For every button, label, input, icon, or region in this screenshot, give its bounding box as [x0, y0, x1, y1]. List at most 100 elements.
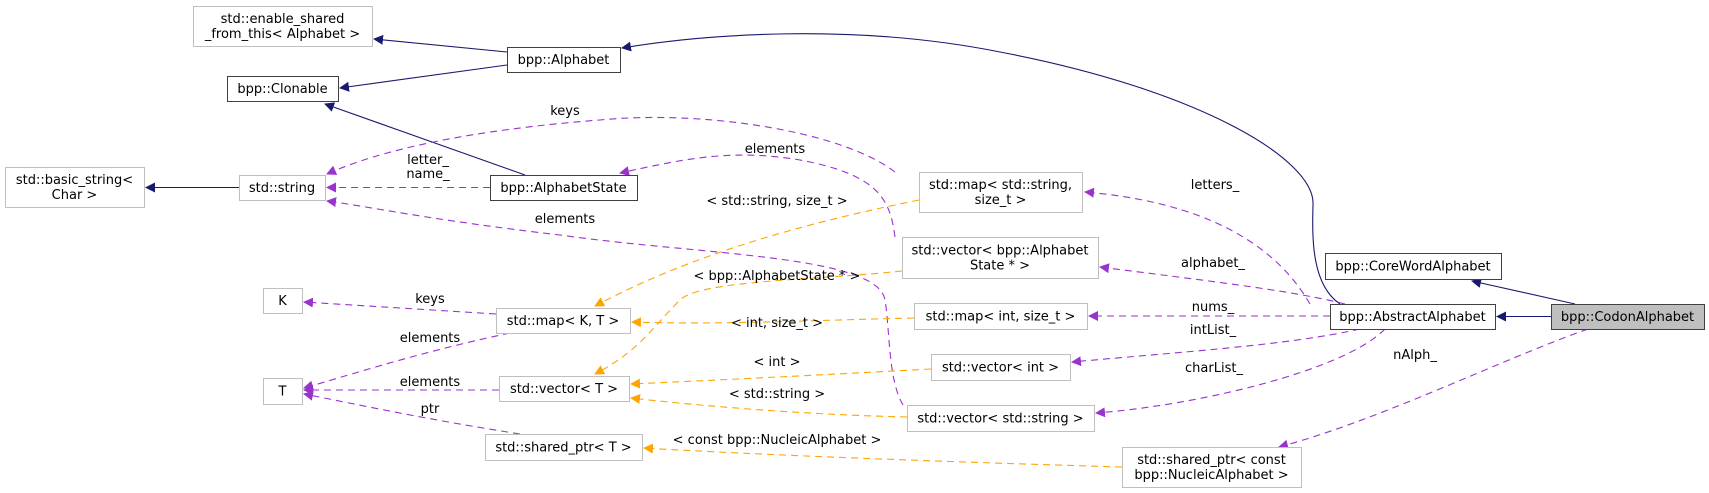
- node-label: std::string: [249, 181, 315, 196]
- node-box: [227, 76, 339, 102]
- class-node-map-kt[interactable]: std::map< K, T >: [496, 308, 631, 334]
- edge-usage-map_kt-to-T: [303, 332, 511, 391]
- class-node-vector-int[interactable]: std::vector< int >: [931, 354, 1071, 381]
- node-label: _from_this< Alphabet >: [204, 27, 360, 42]
- edge-inheritance-abstract-to-alphabet: [621, 33, 1341, 305]
- class-node-map-int-size[interactable]: std::map< int, size_t >: [914, 303, 1088, 330]
- class-node-basic-string[interactable]: std::basic_string<Char >: [5, 167, 145, 208]
- class-node-map-string-size[interactable]: std::map< std::string,size_t >: [919, 172, 1083, 213]
- node-label: bpp::NucleicAlphabet >: [1134, 468, 1288, 483]
- class-node-enable-shared[interactable]: std::enable_shared_from_this< Alphabet >: [193, 6, 373, 47]
- edge-usage-shared_t-to-T: [303, 390, 521, 435]
- edge-inheritance-alphabet-to-clonable: [339, 64, 508, 92]
- node-label: bpp::CoreWordAlphabet: [1335, 260, 1490, 275]
- edges-layer: [145, 33, 1589, 468]
- node-label: std::basic_string<: [16, 173, 133, 188]
- node-box: [914, 303, 1088, 330]
- edge-label: elements: [745, 142, 806, 157]
- node-label: bpp::CodonAlphabet: [1561, 310, 1694, 325]
- edge-usage-map_string_size-to-string: [326, 116, 896, 175]
- node-box: [193, 6, 373, 47]
- edge-inheritance-alphabetstate-to-clonable: [324, 102, 526, 176]
- node-box: [499, 376, 630, 402]
- edge-label: name_: [406, 167, 450, 182]
- class-node-shared-nucleic[interactable]: std::shared_ptr< constbpp::NucleicAlphab…: [1122, 447, 1302, 488]
- edge-label: nums_: [1192, 300, 1235, 315]
- node-box: [239, 175, 326, 201]
- class-node-shared-t[interactable]: std::shared_ptr< T >: [485, 434, 643, 461]
- node-box: [485, 434, 643, 461]
- class-node-clonable[interactable]: bpp::Clonable: [227, 76, 339, 102]
- edge-label: alphabet_: [1181, 256, 1245, 271]
- edge-label: < const bpp::NucleicAlphabet >: [673, 433, 882, 448]
- class-node-coreword[interactable]: bpp::CoreWordAlphabet: [1325, 253, 1502, 280]
- node-box: [1122, 447, 1302, 488]
- node-label: bpp::AlphabetState: [500, 181, 626, 196]
- node-box: [263, 378, 303, 405]
- edge-usage-abstract-to-vector_state: [1099, 263, 1346, 305]
- node-label: std::map< K, T >: [507, 314, 620, 329]
- edge-inheritance-alphabet-to-enable_shared: [373, 34, 508, 53]
- edge-template-map_int_size-to-map_kt: [631, 317, 915, 328]
- class-node-string[interactable]: std::string: [239, 175, 326, 201]
- class-node-K[interactable]: K: [263, 288, 303, 314]
- edge-inheritance-codon-to-coreword: [1471, 278, 1576, 305]
- class-node-vector-t[interactable]: std::vector< T >: [499, 376, 630, 402]
- edge-label: < std::string >: [729, 387, 825, 402]
- edge-label: keys: [550, 104, 580, 119]
- class-node-vector-state[interactable]: std::vector< bpp::AlphabetState * >: [902, 237, 1099, 279]
- edge-label: charList_: [1185, 361, 1243, 376]
- node-box: [902, 237, 1099, 279]
- edge-label: keys: [415, 292, 445, 307]
- node-box: [1325, 253, 1502, 280]
- edge-template-vector_state-to-vector_t: [594, 270, 903, 375]
- edge-usage-vector_state-to-alphabetstate: [619, 154, 896, 238]
- edge-label: < std::string, size_t >: [706, 194, 847, 209]
- edge-label: < bpp::AlphabetState * >: [694, 269, 861, 284]
- edge-usage-abstract-to-map_string_size: [1084, 187, 1311, 305]
- edge-usage-vector_string-to-string: [326, 197, 904, 406]
- edge-label: letters_: [1191, 178, 1240, 193]
- edge-label: intList_: [1190, 323, 1237, 338]
- node-box: [907, 405, 1095, 432]
- class-node-vector-string[interactable]: std::vector< std::string >: [907, 405, 1095, 432]
- node-label: std::map< std::string,: [929, 178, 1072, 193]
- node-label: bpp::AbstractAlphabet: [1339, 310, 1485, 325]
- class-node-T[interactable]: T: [263, 378, 303, 405]
- edge-label: elements: [400, 331, 461, 346]
- node-label: std::vector< int >: [942, 361, 1059, 376]
- node-label: std::vector< T >: [510, 382, 618, 397]
- node-box: [931, 354, 1071, 381]
- edge-usage-codon-to-shared_nucleic: [1278, 328, 1589, 450]
- edge-template-shared_nucleic-to-shared_t: [643, 443, 1123, 468]
- node-label: std::enable_shared: [221, 12, 345, 27]
- node-label: bpp::Clonable: [237, 82, 327, 97]
- node-label: std::vector< bpp::Alphabet: [912, 244, 1089, 259]
- edge-label: < int, size_t >: [731, 316, 823, 331]
- edge-label: elements: [400, 375, 461, 390]
- node-label: State * >: [970, 259, 1030, 274]
- node-label: K: [278, 294, 287, 309]
- node-box: [919, 172, 1083, 213]
- node-label: Char >: [52, 188, 98, 203]
- node-label: bpp::Alphabet: [518, 53, 610, 68]
- class-node-codon[interactable]: bpp::CodonAlphabet: [1551, 304, 1705, 330]
- edge-label: nAlph_: [1393, 348, 1437, 363]
- class-node-alphabet[interactable]: bpp::Alphabet: [507, 47, 621, 73]
- node-box: [1551, 304, 1705, 330]
- class-node-alphabetstate[interactable]: bpp::AlphabetState: [490, 175, 638, 201]
- edge-label: letter_: [407, 153, 449, 168]
- node-label: std::map< int, size_t >: [926, 310, 1076, 325]
- edge-labels-layer: letter_name_keyselementselementsletters_…: [400, 104, 1438, 448]
- node-label: std::vector< std::string >: [917, 412, 1083, 427]
- node-label: std::shared_ptr< const: [1137, 453, 1286, 468]
- node-label: std::shared_ptr< T >: [495, 441, 631, 456]
- class-node-abstract[interactable]: bpp::AbstractAlphabet: [1330, 304, 1496, 330]
- edge-template-vector_string-to-vector_t: [630, 394, 908, 418]
- edge-label: < int >: [754, 355, 801, 370]
- node-label: size_t >: [975, 193, 1027, 208]
- edge-template-vector_int-to-vector_t: [630, 368, 932, 389]
- node-box: [490, 175, 638, 201]
- edge-usage-abstract-to-vector_string: [1095, 328, 1386, 418]
